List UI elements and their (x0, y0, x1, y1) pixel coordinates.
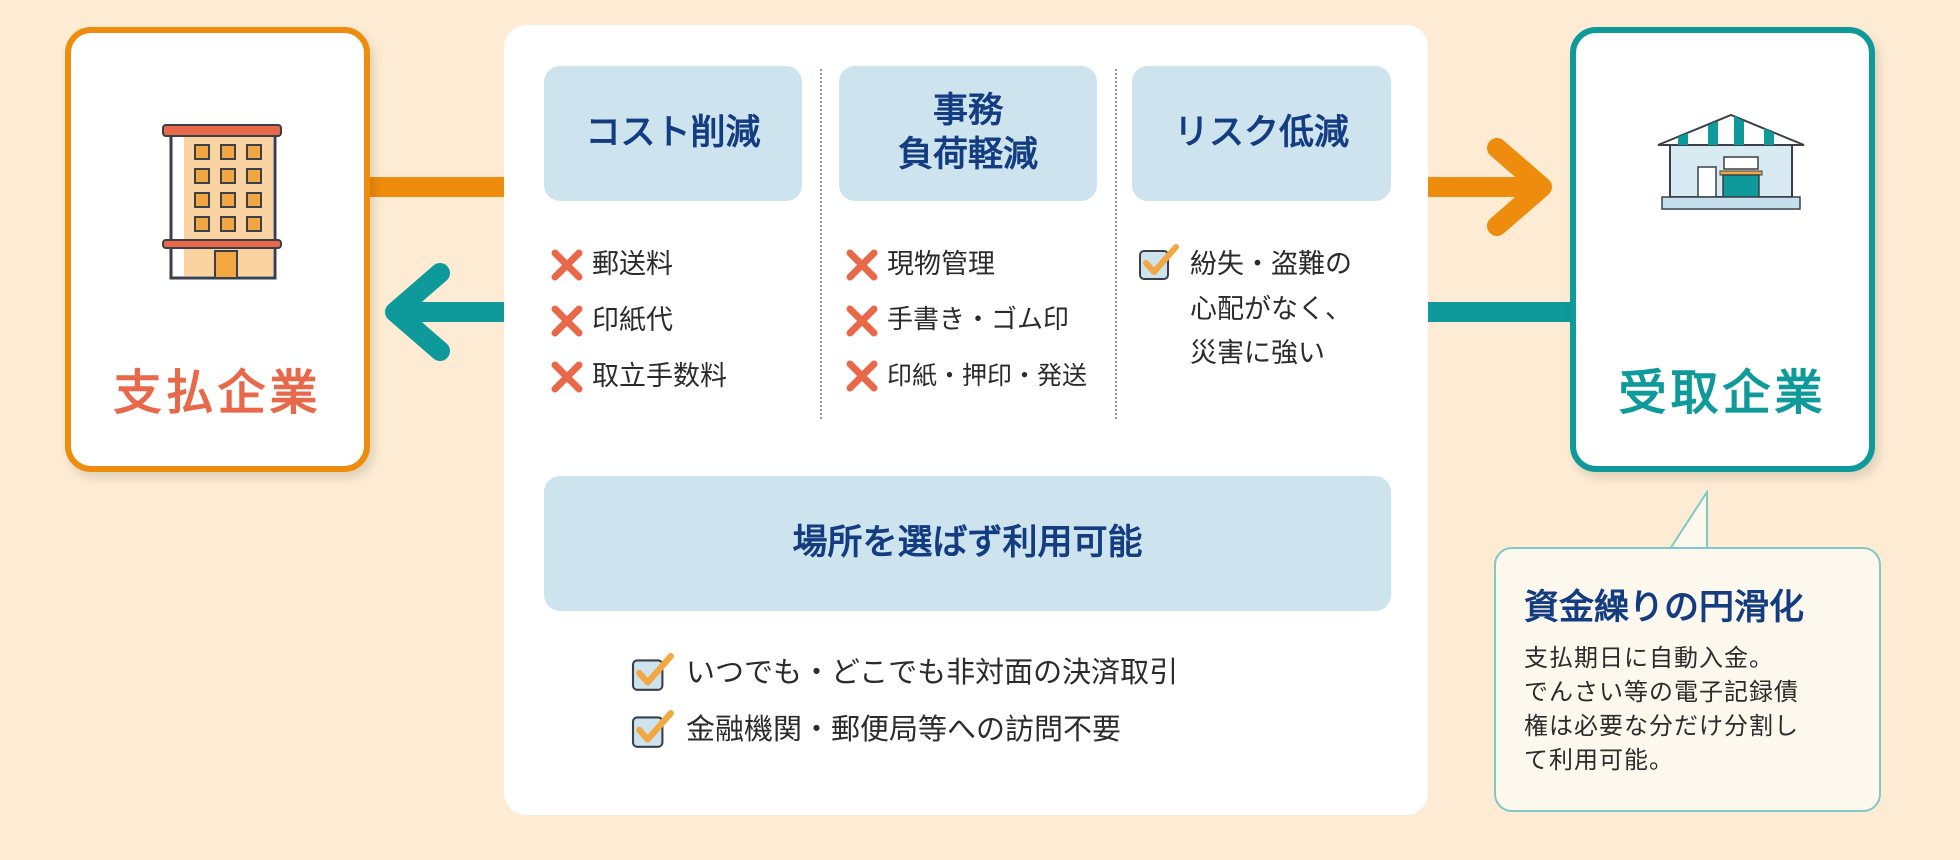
list-item: 金融機関・郵便局等への訪問不要 (630, 708, 1121, 752)
column-divider (820, 69, 822, 419)
list-item: いつでも・どこでも非対面の決済取引 (630, 651, 1178, 695)
office-building-icon (162, 124, 282, 280)
cross-icon (551, 305, 583, 337)
header-workload-reduction: 事務 負荷軽減 (839, 66, 1097, 201)
item-text: 手書き・ゴム印 (887, 305, 1070, 335)
callout-line: でんさい等の電子記録債 (1524, 678, 1799, 707)
list-item: 取立手数料 (550, 357, 727, 398)
header-cost-reduction: コスト削減 (544, 66, 802, 201)
item-text: 取立手数料 (592, 361, 727, 392)
cross-icon (551, 361, 583, 393)
callout-tail (1668, 490, 1708, 550)
banner-anywhere: 場所を選ばず利用可能 (544, 476, 1391, 611)
payer-company-card: 支払企業 (65, 27, 370, 472)
column-divider (1115, 69, 1117, 419)
item-text: 心配がなく、 (1190, 293, 1352, 325)
cross-icon (551, 249, 583, 281)
cashflow-callout: 資金繰りの円滑化 支払期日に自動入金。 でんさい等の電子記録債 権は必要な分だけ… (1494, 547, 1881, 812)
checkbox-checked-icon (631, 652, 674, 691)
callout-line: 支払期日に自動入金。 (1524, 644, 1774, 672)
payment-arrow (370, 138, 1552, 236)
checkbox-checked-icon (1139, 244, 1179, 280)
header-risk-reduction: リスク低減 (1132, 66, 1391, 201)
receiver-company-card: 受取企業 (1570, 27, 1875, 472)
cross-icon (846, 360, 878, 392)
callout-line: 権は必要な分だけ分割し (1524, 712, 1799, 741)
receiver-label: 受取企業 (1618, 365, 1827, 421)
item-text: 印紙・押印・発送 (887, 361, 1088, 390)
payer-label: 支払企業 (113, 365, 322, 421)
receipt-arrow (385, 263, 1570, 361)
list-item: 印紙・押印・発送 (845, 357, 1087, 395)
item-text: 郵送料 (592, 249, 673, 280)
item-text: 災害に強い (1190, 338, 1325, 370)
list-item: 郵送料 (550, 245, 673, 286)
list-item: 手書き・ゴム印 (845, 301, 1069, 340)
storefront-icon (1657, 113, 1805, 210)
list-item: 紛失・盗難の 心配がなく、 災害に強い (1138, 243, 1352, 377)
header-line: 負荷軽減 (897, 134, 1038, 175)
checkbox-checked-icon (631, 709, 674, 748)
cross-icon (846, 249, 878, 281)
benefits-panel: コスト削減 事務 負荷軽減 リスク低減 郵送料 印紙代 取立手数料 現物管理 手… (504, 25, 1428, 815)
item-text: 現物管理 (887, 249, 995, 280)
item-text: 印紙代 (592, 305, 673, 336)
item-text: 金融機関・郵便局等への訪問不要 (686, 712, 1122, 746)
list-item: 印紙代 (550, 301, 673, 342)
callout-line: て利用可能。 (1524, 746, 1674, 775)
list-item: 現物管理 (845, 245, 995, 286)
header-line: 事務 (932, 90, 1003, 131)
item-text: いつでも・どこでも非対面の決済取引 (686, 655, 1179, 689)
callout-title: 資金繰りの円滑化 (1524, 588, 1805, 628)
item-text: 紛失・盗難の (1190, 249, 1352, 280)
cross-icon (846, 305, 878, 336)
